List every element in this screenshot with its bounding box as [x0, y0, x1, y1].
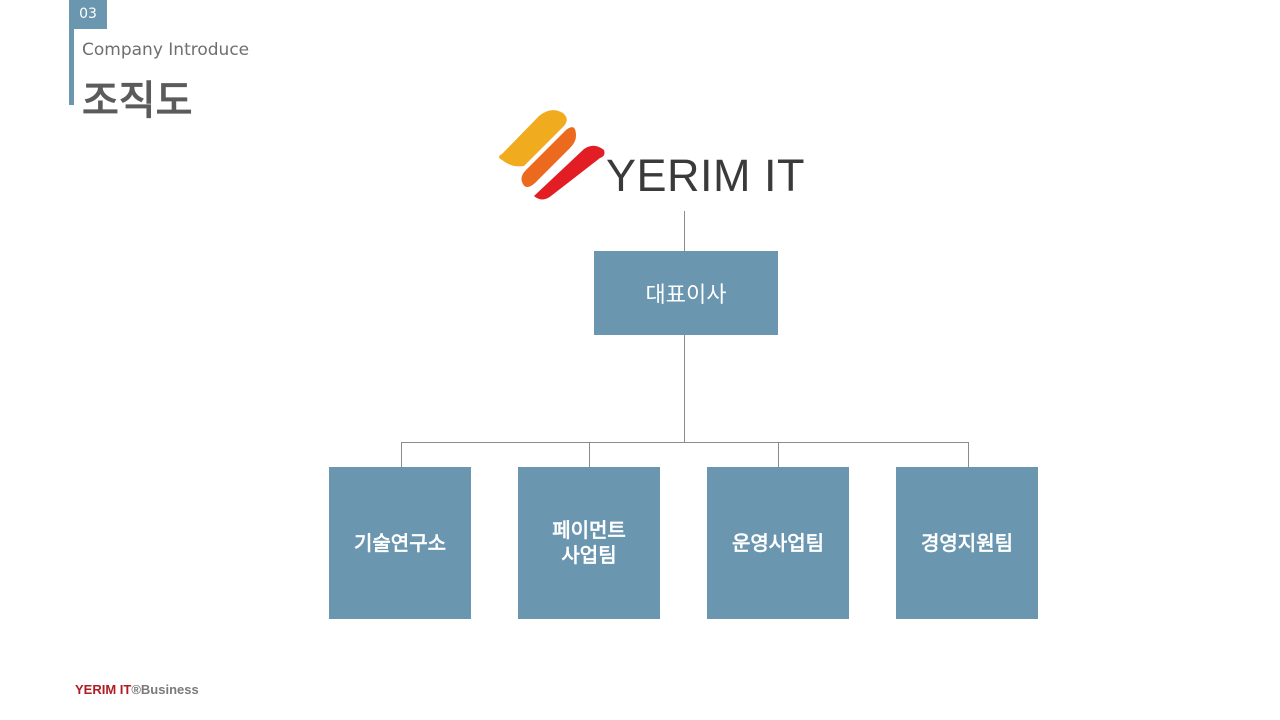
department-box-research-lab: 기술연구소 — [329, 467, 471, 619]
page-number-badge: 03 — [69, 0, 107, 29]
logo-mark-icon — [499, 110, 605, 200]
drop-line-3 — [778, 442, 779, 467]
ceo-to-bus-line — [684, 335, 685, 442]
logo-stripe-red — [534, 145, 605, 200]
section-subtitle: Company Introduce — [82, 40, 250, 60]
department-box-operations: 운영사업팀 — [707, 467, 849, 619]
ceo-label: 대표이사 — [645, 283, 727, 308]
accent-bar — [69, 29, 74, 105]
footer-brand: YERIM IT®Business — [75, 682, 199, 697]
company-logo: YERIM IT — [496, 108, 805, 203]
footer-brand-suffix: ®Business — [131, 682, 199, 697]
drop-line-1 — [401, 442, 402, 467]
department-label-line-1: 페이먼트 — [552, 518, 626, 542]
department-label-line-2: 사업팀 — [561, 543, 617, 567]
department-box-management-support: 경영지원팀 — [896, 467, 1038, 619]
ceo-box: 대표이사 — [594, 251, 778, 335]
page-title: 조직도 — [82, 78, 193, 124]
logo-stripe-yellow — [499, 110, 567, 167]
logo-stripe-orange — [521, 127, 576, 188]
logo-text: YERIM IT — [606, 150, 806, 201]
drop-line-2 — [589, 442, 590, 467]
logo-to-ceo-line — [684, 211, 685, 251]
department-label: 운영사업팀 — [732, 530, 824, 555]
horizontal-bus-line — [401, 442, 968, 443]
department-label: 기술연구소 — [354, 530, 446, 555]
department-box-payment: 페이먼트 사업팀 — [518, 467, 660, 619]
footer-brand-name: YERIM IT — [75, 682, 132, 697]
department-label: 경영지원팀 — [921, 530, 1013, 555]
drop-line-4 — [968, 442, 969, 467]
